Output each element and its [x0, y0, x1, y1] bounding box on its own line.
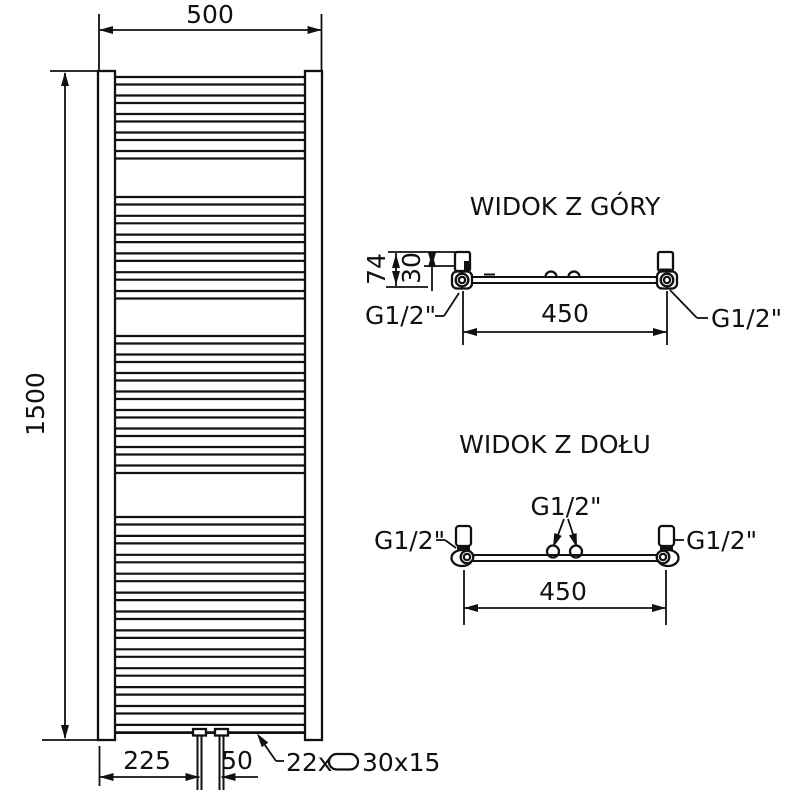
bottom-view-title: WIDOK Z DOŁU — [459, 430, 651, 459]
top-view-title: WIDOK Z GÓRY — [470, 191, 661, 221]
front-view: 500 1500 — [21, 0, 440, 790]
radiator-body — [96, 69, 324, 742]
center-connection-domes — [544, 270, 581, 278]
left-wall-bracket — [454, 524, 473, 548]
right-wall-bracket — [657, 524, 676, 548]
top-depth-label: 74 — [362, 253, 391, 285]
tube-profile-label: 30x15 — [362, 748, 440, 777]
bottom-right-connection-label: G1/2" — [686, 526, 757, 555]
right-collector-tube — [303, 69, 324, 742]
top-spacing-label: 450 — [541, 299, 589, 328]
top-right-connection-label: G1/2" — [711, 304, 782, 333]
top-offset-dimension: 30 — [397, 252, 454, 291]
front-offset-dimension: 225 — [98, 746, 200, 786]
top-left-connection-callout: G1/2" — [365, 292, 460, 330]
bottom-center-connection-label: G1/2" — [530, 492, 601, 521]
front-width-label: 500 — [186, 0, 234, 29]
top-view: WIDOK Z GÓRY 74 30 — [362, 191, 782, 345]
top-view-body — [450, 250, 679, 290]
bottom-view: WIDOK Z DOŁU G1/2" — [374, 430, 757, 625]
tube-count-label: 22x — [286, 748, 333, 777]
bottom-center-connection-callout: G1/2" — [530, 492, 602, 548]
front-pipe-spacing-label: 50 — [221, 746, 253, 775]
bottom-left-connection-label: G1/2" — [374, 526, 445, 555]
top-offset-label: 30 — [397, 252, 426, 284]
tube-profile-annotation: 22x 30x15 — [257, 733, 440, 777]
oval-profile-icon — [327, 752, 360, 771]
front-offset-label: 225 — [123, 746, 171, 775]
front-width-dimension: 500 — [98, 0, 323, 71]
front-pipe-spacing-dimension: 50 — [221, 746, 258, 781]
left-pipe-cap — [191, 727, 208, 737]
tube-lines — [114, 75, 306, 734]
bottom-spacing-dimension: 450 — [463, 570, 667, 625]
bottom-pipes — [191, 727, 230, 790]
front-height-dimension: 1500 — [21, 70, 114, 741]
bottom-left-connection-callout: G1/2" — [374, 526, 457, 555]
top-depth-dimension: 74 — [362, 251, 470, 288]
top-left-connection-label: G1/2" — [365, 301, 436, 330]
bottom-view-body — [450, 524, 680, 568]
bottom-spacing-label: 450 — [539, 577, 587, 606]
top-right-connection-callout: G1/2" — [669, 289, 782, 333]
right-wall-bracket — [656, 250, 675, 273]
bottom-right-connection-callout: G1/2" — [674, 526, 757, 555]
top-spacing-dimension: 450 — [462, 291, 668, 345]
right-pipe-cap — [213, 727, 230, 737]
front-height-label: 1500 — [21, 372, 50, 436]
left-collector-tube — [96, 69, 117, 742]
